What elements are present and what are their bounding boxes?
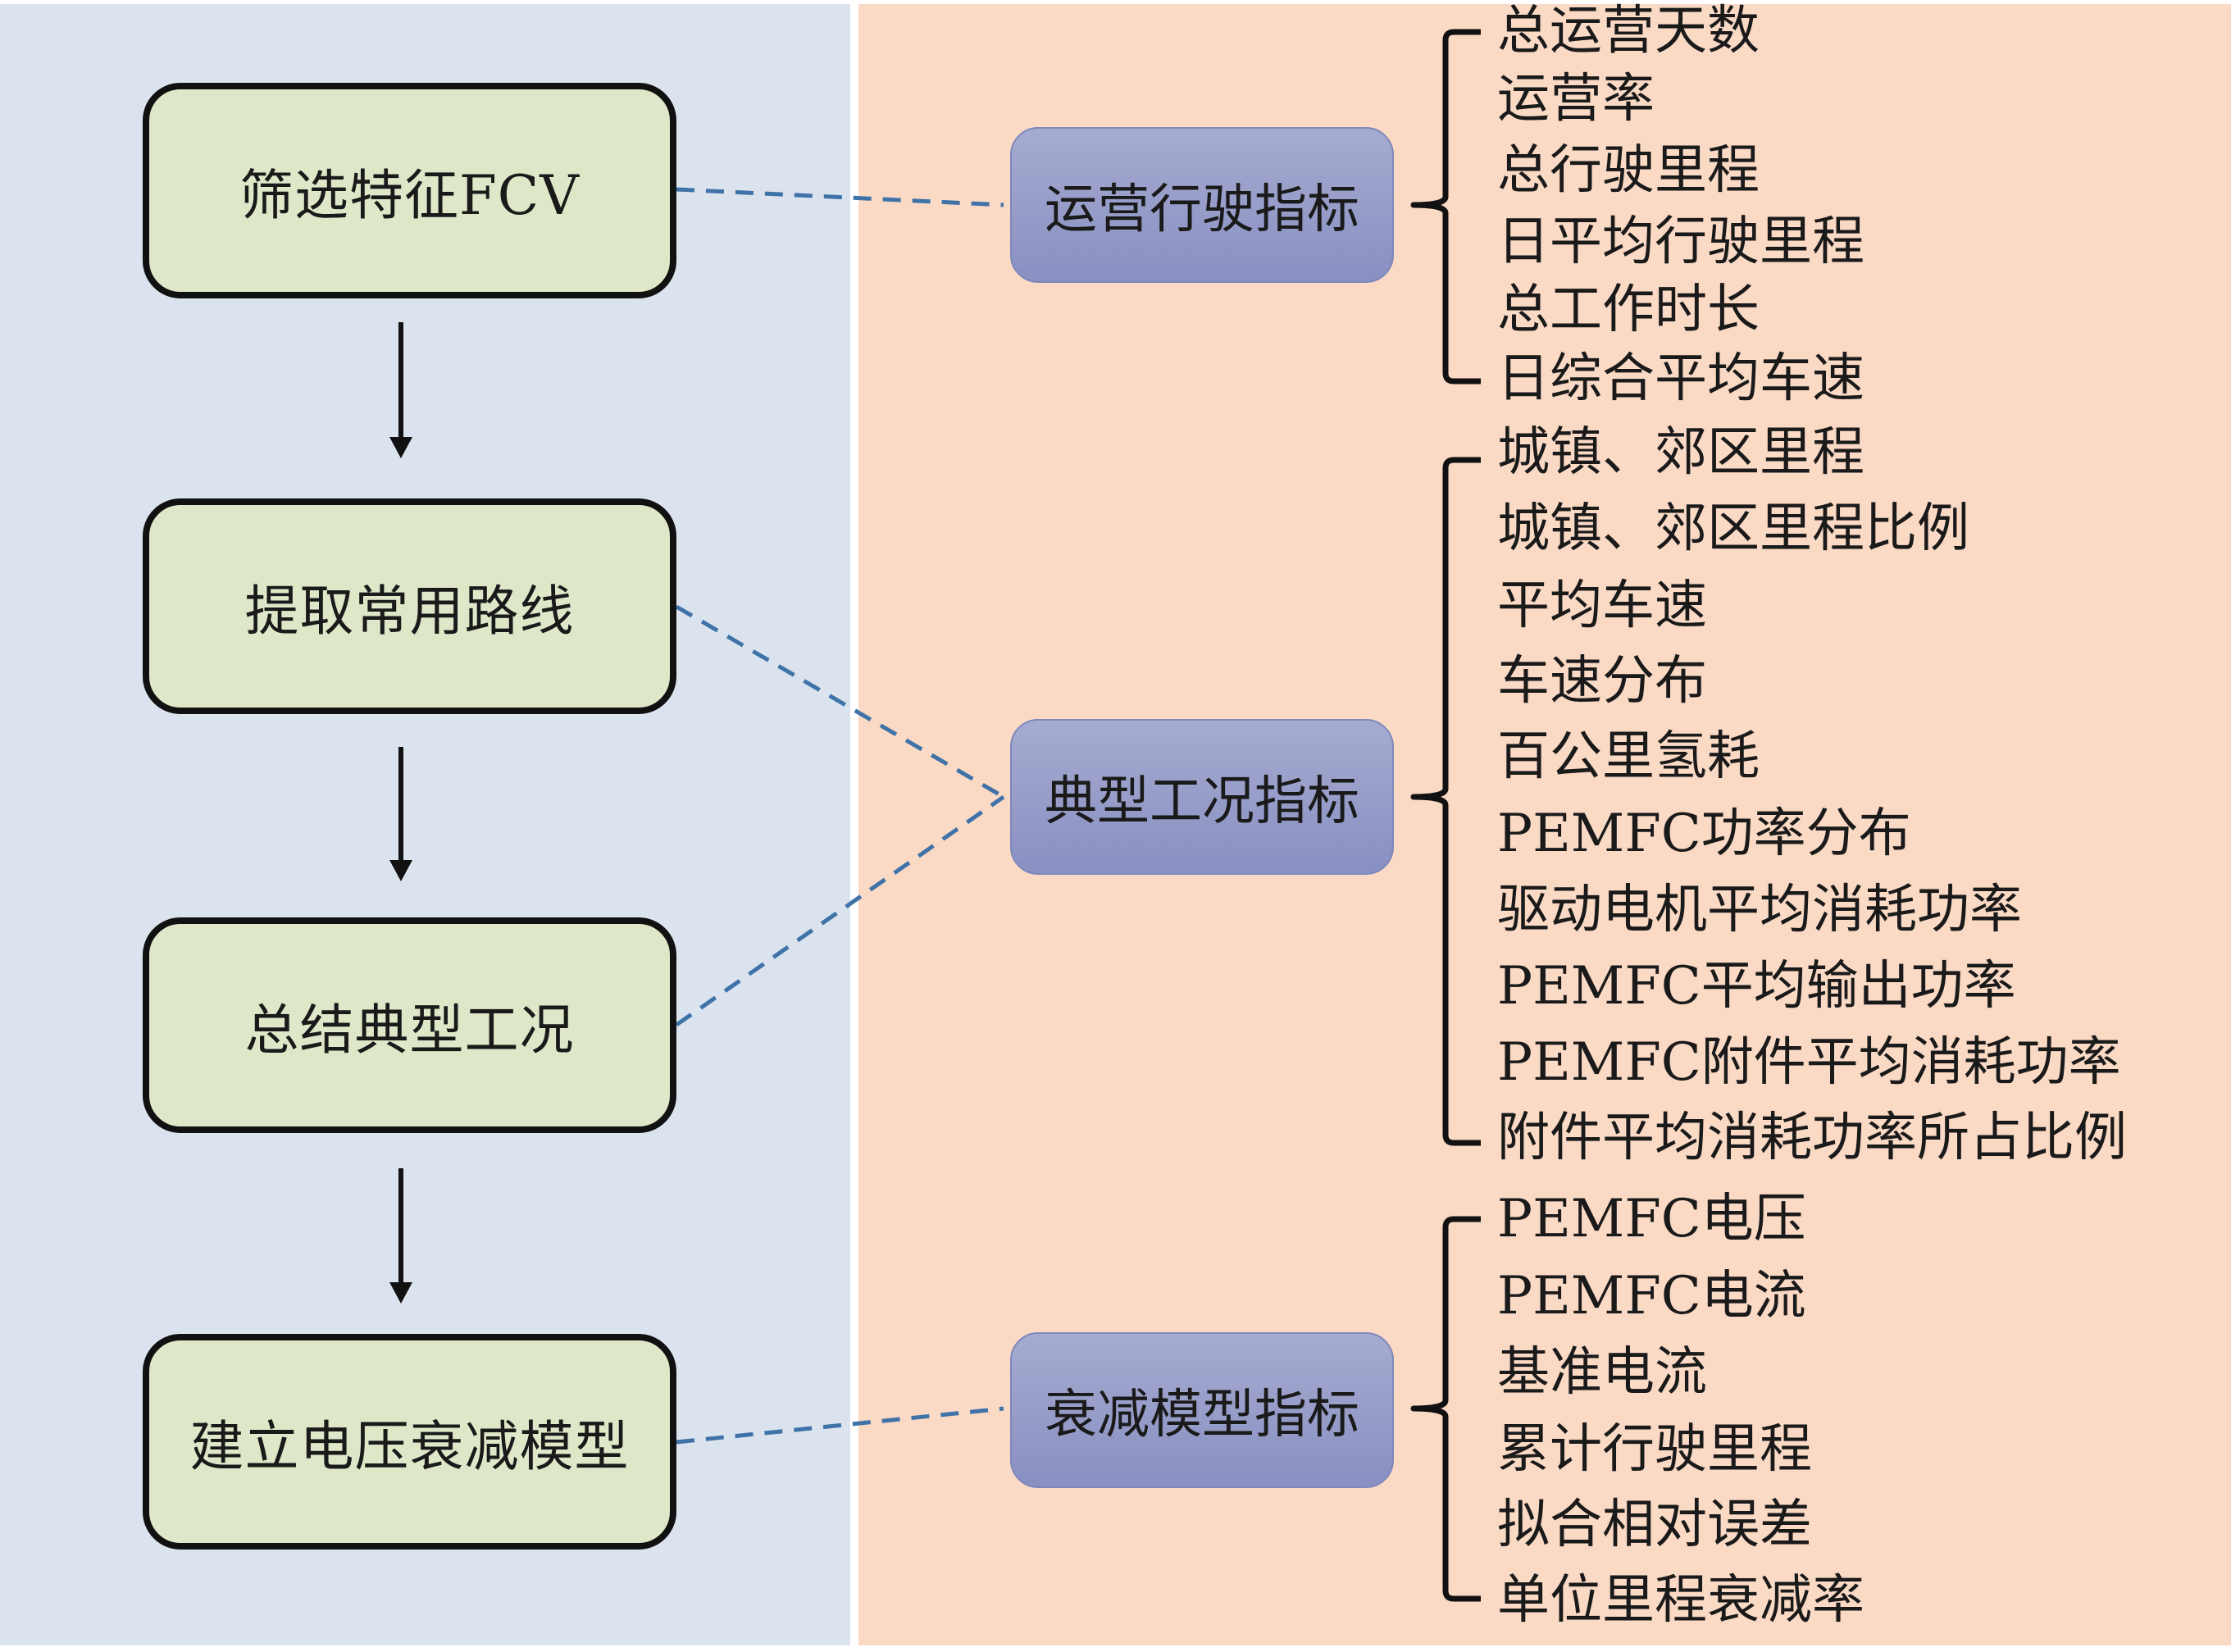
- step-label: 建立电压衰减模型: [189, 1414, 630, 1478]
- indicator-item: PEMFC功率分布: [1497, 803, 1911, 864]
- indicator-item: PEMFC平均输出功率: [1497, 956, 2016, 1017]
- indicator-item: 累计行驶里程: [1497, 1419, 1812, 1480]
- indicator-item: PEMFC电流: [1497, 1266, 1806, 1327]
- category-decay-model: 衰减模型指标: [1010, 1332, 1394, 1488]
- indicator-item: 总行驶里程: [1497, 140, 1760, 201]
- indicator-item: 总运营天数: [1497, 1, 1760, 61]
- indicator-item: 运营率: [1497, 69, 1655, 130]
- indicator-item: 拟合相对误差: [1497, 1495, 1812, 1555]
- indicator-item: 附件平均消耗功率所占比例: [1497, 1108, 2127, 1168]
- indicator-item: 平均车速: [1497, 576, 1707, 636]
- step-label: 提取常用路线: [244, 579, 575, 643]
- category-label: 运营行驶指标: [1045, 180, 1359, 240]
- indicator-item: PEMFC附件平均消耗功率: [1497, 1032, 2121, 1093]
- indicator-item: 单位里程衰减率: [1497, 1570, 1864, 1631]
- indicator-item: 百公里氢耗: [1497, 726, 1760, 787]
- step-summarize-conditions: 总结典型工况: [143, 917, 676, 1133]
- indicator-item: 总工作时长: [1497, 280, 1760, 340]
- indicator-item: 城镇、郊区里程: [1497, 422, 1864, 483]
- indicator-item: PEMFC电压: [1497, 1189, 1806, 1249]
- step-extract-routes: 提取常用路线: [143, 498, 676, 714]
- step-select-fcv: 筛选特征FCV: [143, 83, 676, 298]
- category-label: 典型工况指标: [1045, 771, 1359, 832]
- indicator-item: 城镇、郊区里程比例: [1497, 498, 1969, 559]
- indicator-item: 日平均行驶里程: [1497, 212, 1864, 272]
- step-label: 总结典型工况: [244, 998, 575, 1062]
- step-label: 筛选特征FCV: [239, 163, 580, 227]
- indicator-item: 日综合平均车速: [1497, 348, 1864, 409]
- indicator-item: 驱动电机平均消耗功率: [1497, 880, 2022, 940]
- category-label: 衰减模型指标: [1045, 1385, 1359, 1445]
- indicator-item: 基准电流: [1497, 1342, 1707, 1403]
- category-typical-conditions: 典型工况指标: [1010, 719, 1394, 875]
- category-operation: 运营行驶指标: [1010, 127, 1394, 283]
- indicator-item: 车速分布: [1497, 651, 1707, 712]
- step-build-decay-model: 建立电压衰减模型: [143, 1334, 676, 1550]
